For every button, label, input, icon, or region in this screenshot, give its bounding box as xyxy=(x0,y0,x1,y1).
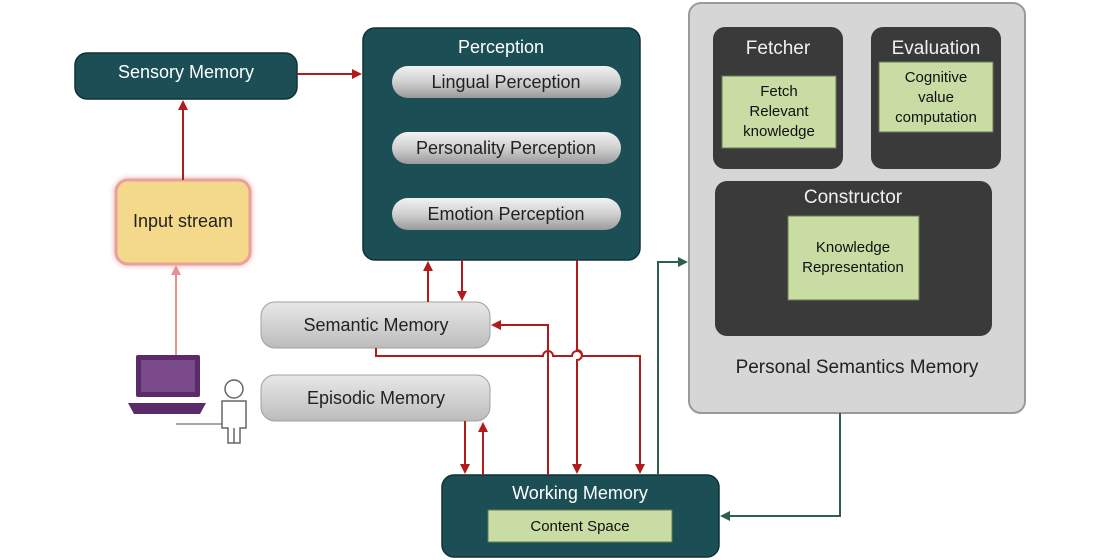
episodic-memory: Episodic Memory xyxy=(260,374,491,422)
lingual-perception: Lingual Perception xyxy=(392,66,621,98)
lingual-perception-label: Lingual Perception xyxy=(431,72,580,92)
emotion-perception-label: Emotion Perception xyxy=(427,204,584,224)
constructor-line-1: Knowledge xyxy=(816,239,890,256)
constructor-line-2: Representation xyxy=(802,259,904,276)
perception-module: Perception Lingual Perception Personalit… xyxy=(362,27,641,261)
arrow-working-to-semantic xyxy=(491,320,549,475)
fetcher-line-2: Relevant xyxy=(749,103,809,120)
evaluation-line-2: value xyxy=(918,89,954,106)
fetcher-title: Fetcher xyxy=(746,38,811,59)
fetcher-module: Fetcher Fetch Relevant knowledge xyxy=(713,27,843,169)
personality-perception-label: Personality Perception xyxy=(416,138,596,158)
sensory-memory-label: Sensory Memory xyxy=(118,62,254,82)
semantic-memory-label: Semantic Memory xyxy=(303,315,448,335)
sensory-memory: Sensory Memory xyxy=(74,52,298,100)
evaluation-line-3: computation xyxy=(895,109,977,126)
emotion-perception: Emotion Perception xyxy=(392,198,621,230)
evaluation-line-1: Cognitive xyxy=(905,69,968,86)
episodic-memory-label: Episodic Memory xyxy=(307,388,445,408)
arrow-semantic-to-working xyxy=(375,348,645,474)
fetcher-line-3: knowledge xyxy=(743,123,815,140)
user-icon xyxy=(221,379,247,444)
personal-semantics-memory: Personal Semantics Memory Fetcher Fetch … xyxy=(688,2,1026,414)
arrow-perception-to-working xyxy=(572,260,583,474)
evaluation-title: Evaluation xyxy=(892,38,981,59)
computer-icon xyxy=(128,355,230,425)
personality-perception: Personality Perception xyxy=(392,132,621,164)
connectors xyxy=(171,69,841,521)
arrow-psm-to-working xyxy=(720,413,841,521)
evaluation-module: Evaluation Cognitive value computation xyxy=(871,27,1001,169)
arrow-working-to-psm xyxy=(657,257,688,475)
content-space-label: Content Space xyxy=(530,518,629,535)
working-memory: Working Memory Content Space xyxy=(441,474,720,558)
fetcher-line-1: Fetch xyxy=(760,83,798,100)
personal-semantics-memory-title: Personal Semantics Memory xyxy=(736,357,979,378)
semantic-memory: Semantic Memory xyxy=(260,301,491,349)
constructor-title: Constructor xyxy=(804,187,903,208)
perception-title: Perception xyxy=(458,37,544,57)
input-stream: Input stream xyxy=(114,178,252,266)
constructor-module: Constructor Knowledge Representation xyxy=(715,181,992,336)
input-stream-label: Input stream xyxy=(133,211,233,231)
working-memory-title: Working Memory xyxy=(512,483,648,503)
